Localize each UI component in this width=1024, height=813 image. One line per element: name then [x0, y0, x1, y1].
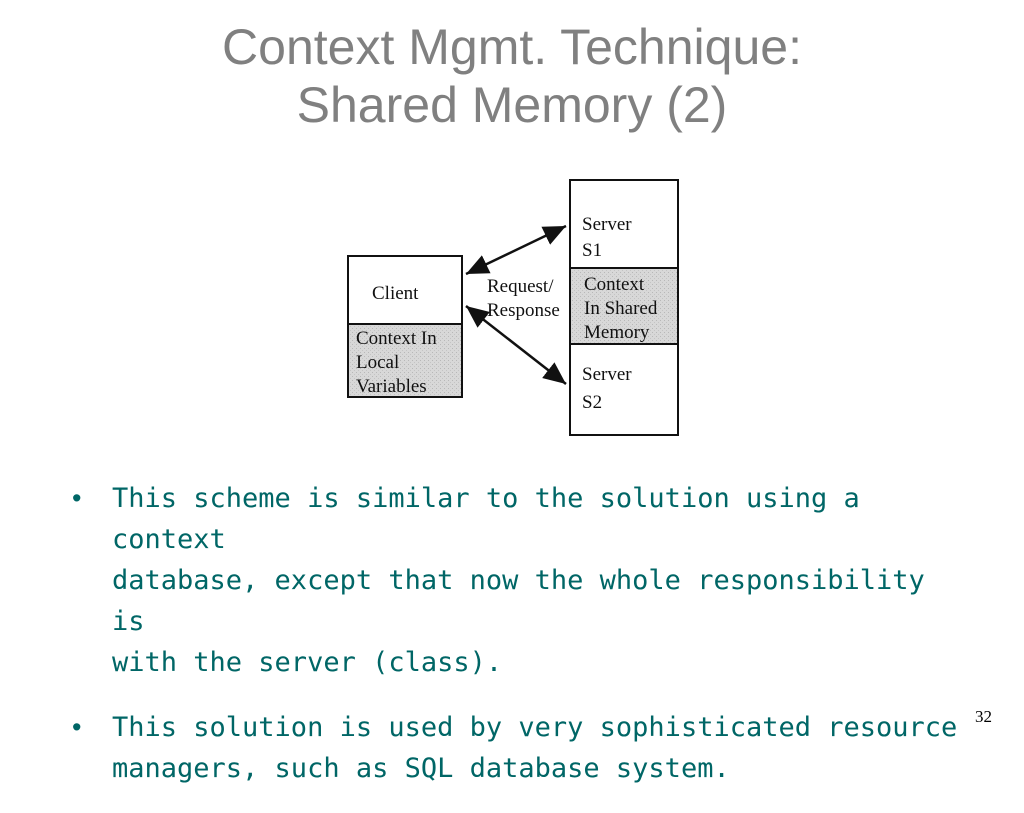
slide-title: Context Mgmt. Technique: Shared Memory (… [0, 18, 1024, 134]
bullet-item: • This scheme is similar to the solution… [72, 478, 972, 683]
shared-context-line-2: In Shared [584, 298, 658, 319]
shared-memory-diagram: Client Context In Local Variables Server… [347, 179, 679, 436]
server-s2-line-2: S2 [582, 392, 602, 413]
title-line-1: Context Mgmt. Technique: [222, 19, 802, 75]
client-context-line-3: Variables [356, 376, 427, 397]
bullet-line: This scheme is similar to the solution u… [112, 483, 860, 555]
bullet-line: with the server (class). [112, 647, 503, 678]
client-context-line-1: Context In [356, 328, 437, 349]
bullet-list: • This scheme is similar to the solution… [72, 478, 972, 813]
bullet-line: database, except that now the whole resp… [112, 565, 925, 637]
shared-context-line-3: Memory [584, 322, 650, 343]
bullet-dot-icon: • [72, 483, 82, 513]
server-s1-line-2: S1 [582, 240, 602, 261]
request-arrow-s1 [465, 224, 567, 276]
bullet-line: managers, such as SQL database system. [112, 753, 730, 784]
arrow-label-line-2: Response [487, 300, 560, 321]
shared-context-line-1: Context [584, 274, 645, 295]
request-arrow-s2 [465, 305, 567, 385]
page-number: 32 [975, 707, 992, 726]
client-box: Client Context In Local Variables [347, 255, 463, 398]
server-s1-line-1: Server [582, 214, 632, 235]
bullet-line: This solution is used by very sophistica… [112, 712, 958, 743]
client-label: Client [372, 283, 419, 304]
client-context-line-2: Local [356, 352, 399, 373]
bullet-item: • This solution is used by very sophisti… [72, 707, 972, 789]
bullet-dot-icon: • [72, 712, 82, 742]
server-box: Server S1 Context In Shared Memory Serve… [569, 179, 679, 436]
title-line-2: Shared Memory (2) [296, 77, 728, 133]
server-s2-line-1: Server [582, 364, 632, 385]
arrow-label-line-1: Request/ [487, 276, 554, 297]
